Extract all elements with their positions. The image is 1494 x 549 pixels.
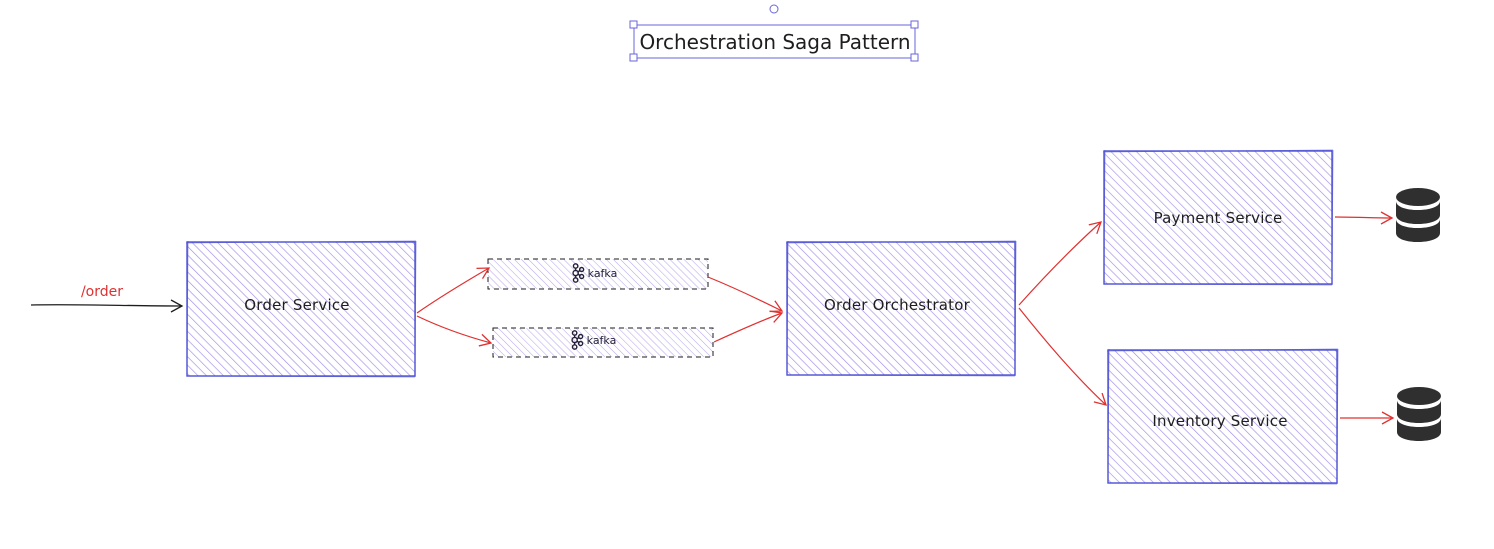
arrow-order-to-kafka-bottom[interactable] bbox=[416, 315, 493, 347]
resize-handle[interactable] bbox=[910, 20, 919, 29]
database-icon bbox=[1396, 188, 1440, 242]
arrow-kafka-bottom-to-orchestrator[interactable] bbox=[713, 310, 784, 343]
database-icon bbox=[1397, 387, 1441, 441]
kafka-logo-bottom: kafka bbox=[570, 330, 617, 350]
rotate-handle[interactable] bbox=[769, 4, 779, 14]
kafka-wordmark: kafka bbox=[587, 266, 618, 280]
title-selection-frame[interactable] bbox=[629, 4, 919, 62]
kafka-icon bbox=[571, 330, 584, 350]
order-service-box[interactable] bbox=[185, 240, 417, 378]
arrow-payment-to-database[interactable] bbox=[1334, 211, 1394, 225]
kafka-topic-box-bottom[interactable] bbox=[492, 327, 714, 358]
entry-arrow[interactable] bbox=[30, 299, 184, 313]
inventory-service-box[interactable] bbox=[1106, 348, 1339, 485]
resize-handle[interactable] bbox=[629, 53, 638, 62]
kafka-logo-top: kafka bbox=[571, 263, 618, 283]
diagram-title[interactable]: Orchestration Saga Pattern bbox=[639, 30, 911, 54]
payment-service-box[interactable] bbox=[1102, 149, 1334, 286]
entry-label[interactable]: /order bbox=[80, 284, 124, 300]
order-orchestrator-box[interactable] bbox=[785, 240, 1017, 377]
kafka-topic-box-top[interactable] bbox=[487, 258, 709, 290]
arrow-order-to-kafka-top[interactable] bbox=[416, 267, 491, 314]
arrow-orchestrator-to-payment[interactable] bbox=[1018, 221, 1103, 306]
kafka-icon bbox=[572, 263, 585, 283]
arrow-kafka-top-to-orchestrator[interactable] bbox=[707, 276, 784, 313]
kafka-wordmark: kafka bbox=[586, 333, 617, 347]
arrow-orchestrator-to-inventory[interactable] bbox=[1018, 307, 1107, 406]
resize-handle[interactable] bbox=[910, 53, 919, 62]
resize-handle[interactable] bbox=[629, 20, 638, 29]
